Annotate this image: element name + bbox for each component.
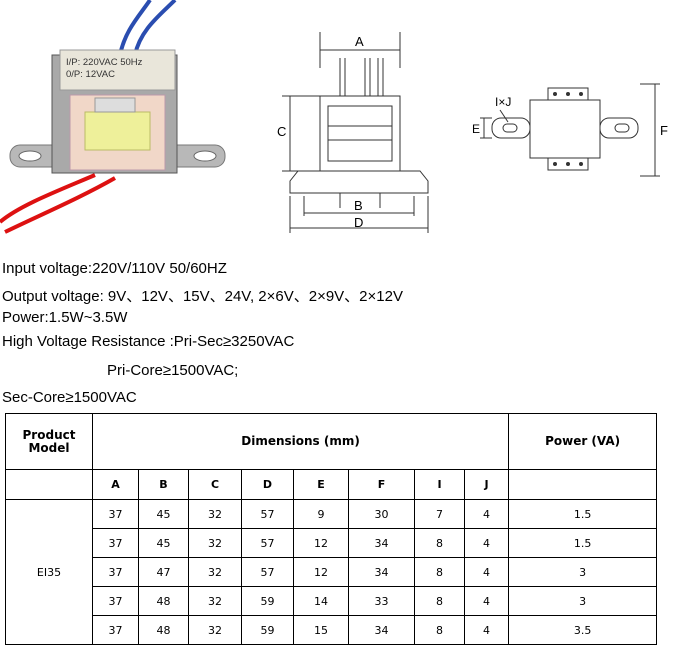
cell: 32 [188,557,242,587]
table-row: 37 45 32 57 12 34 8 4 1.5 [6,528,658,558]
cell: 3 [508,586,658,616]
front-view-drawing: A C B D [277,32,429,233]
dim-c-label: C [277,124,286,139]
dim-a-label: A [355,34,364,49]
photo-label-output: 0/P: 12VAC [66,69,115,80]
cell: 4 [463,499,510,529]
dim-ixj-label: I×J [495,95,511,109]
header-product-model: Product Model [5,413,93,470]
cell: 37 [92,586,139,616]
cell: 7 [414,499,465,529]
cell: 59 [241,615,294,645]
col-header: C [188,469,242,500]
dim-d-label: D [354,215,363,230]
spec-power: Power:1.5W~3.5W [2,309,128,326]
spec-sec-core: Sec-Core≥1500VAC [2,389,137,406]
cell: 12 [293,557,349,587]
table-row: 37 48 32 59 15 34 8 4 3.5 [6,615,658,645]
cell: 14 [293,586,349,616]
header-power: Power (VA) [508,413,658,470]
cell: 12 [293,528,349,558]
cell: 32 [188,528,242,558]
table-row: 37 47 32 57 12 34 8 4 3 [6,557,658,587]
cell: 59 [241,586,294,616]
col-header: I [414,469,465,500]
cell: 34 [348,528,415,558]
cell: 8 [414,586,465,616]
dim-f-label: F [660,123,668,138]
col-header: A [92,469,139,500]
spec-input-voltage: Input voltage:220V/110V 50/60HZ [2,260,227,277]
cell: 8 [414,615,465,645]
photo-label-input: I/P: 220VAC 50Hz [66,57,143,68]
cell: 48 [138,615,189,645]
col-header: B [138,469,189,500]
cell: 4 [463,586,510,616]
cell: 33 [348,586,415,616]
cell: 8 [414,528,465,558]
col-header: E [293,469,349,500]
cell: 3 [508,557,658,587]
col-header: D [241,469,294,500]
cell: 57 [241,528,294,558]
cell: 47 [138,557,189,587]
header-dimensions: Dimensions (mm) [91,413,510,470]
dim-b-label: B [354,198,363,213]
spec-pri-core: Pri-Core≥1500VAC; [107,362,239,379]
cell: 34 [348,615,415,645]
cell: 45 [138,528,189,558]
header-blank [5,469,93,500]
table-row: EI35 37 45 32 57 9 30 7 4 1.5 [5,499,658,645]
cell: 1.5 [508,528,658,558]
table-row: 37 48 32 59 14 33 8 4 3 [6,586,658,616]
cell: 48 [138,586,189,616]
top-view-drawing: I×J E F [472,83,668,177]
cell: 3.5 [508,615,658,645]
cell: 1.5 [508,499,658,529]
cell: 32 [188,615,242,645]
cell: 57 [241,499,294,529]
header-blank [508,469,658,500]
cell: 32 [188,586,242,616]
spec-high-voltage: High Voltage Resistance :Pri-Sec≥3250VAC [2,333,295,350]
cell: 8 [414,557,465,587]
spec-output-voltage: Output voltage: 9V、12V、15V、24V, 2×6V、2×9… [2,288,403,305]
cell: 4 [463,615,510,645]
cell: 37 [92,615,139,645]
cell: 57 [241,557,294,587]
transformer-photo: I/P: 220VAC 50Hz 0/P: 12VAC [0,0,226,234]
cell: 4 [463,557,510,587]
cell: 37 [92,499,139,529]
spec-table: Product Model Dimensions (mm) Power (VA)… [5,413,658,645]
model-cell: EI35 [5,499,93,645]
dim-e-label: E [472,122,480,136]
cell: 45 [138,499,189,529]
cell: 32 [188,499,242,529]
cell: 34 [348,557,415,587]
col-header: J [463,469,510,500]
cell: 37 [92,528,139,558]
cell: 4 [463,528,510,558]
cell: 37 [92,557,139,587]
col-header: F [348,469,415,500]
cell: 30 [348,499,415,529]
cell: 9 [293,499,349,529]
cell: 15 [293,615,349,645]
